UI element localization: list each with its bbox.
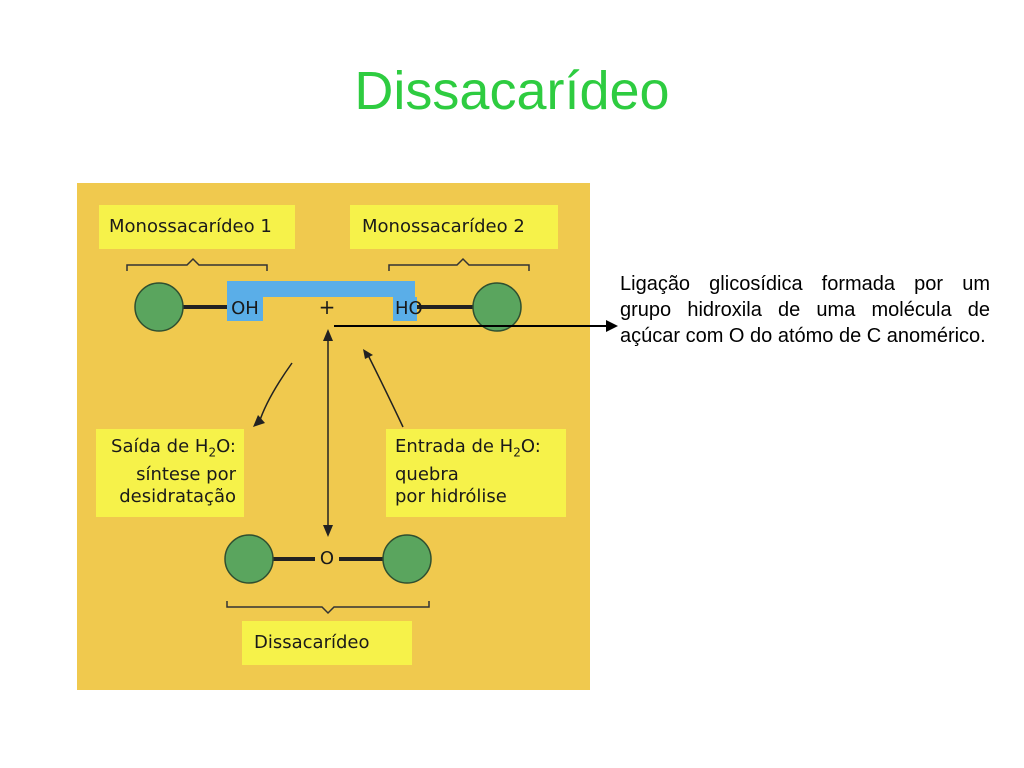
sugar-ring-2: [472, 282, 522, 332]
water-in-subscript: 2: [513, 445, 521, 460]
water-out-suffix: O:: [216, 436, 236, 457]
water-in-line3: por hidrólise: [395, 485, 507, 507]
sugar-ring-1: [134, 282, 184, 332]
water-in-line1: Entrada de H2O:: [395, 436, 557, 464]
glycosidic-bond-note: Ligação glicosídica formada por um grupo…: [620, 273, 990, 347]
water-in-line2: quebra: [395, 463, 459, 485]
hydroxyl-right: HO: [393, 297, 423, 321]
condensation-highlight-bar: [227, 281, 415, 297]
brace-monosaccharide-2: [388, 257, 530, 271]
arrowhead-up: [323, 329, 333, 341]
water-out-line3: desidratação: [119, 485, 236, 507]
hydroxyl-left: OH: [227, 297, 263, 321]
sugar-ring-bottom-1: [224, 534, 274, 584]
disaccharide-figure: Monossacarídeo 1 Monossacarídeo 2 OH HO …: [77, 183, 590, 690]
monosaccharide-2-label: Monossacarídeo 2: [350, 205, 558, 249]
brace-monosaccharide-1: [126, 257, 268, 271]
arrow-dehydration: [258, 362, 293, 424]
water-in-suffix: O:: [520, 436, 541, 457]
water-out-prefix: Saída de H: [111, 436, 209, 457]
arrow-hydrolysis: [366, 352, 404, 428]
monosaccharide-1-label: Monossacarídeo 1: [99, 205, 295, 249]
slide-title: Dissacarídeo: [354, 61, 670, 121]
arrowhead-down: [323, 525, 333, 537]
bridge-oxygen: O: [319, 548, 335, 569]
plus-sign: +: [318, 295, 336, 319]
arrowhead-dehydration: [253, 415, 265, 427]
callout-arrowhead: [606, 320, 618, 332]
sugar-ring-bottom-2: [382, 534, 432, 584]
water-out-label: Saída de H2O: síntese por desidratação: [96, 429, 244, 517]
arrowhead-hydrolysis: [363, 349, 373, 359]
water-in-prefix: Entrada de H: [395, 436, 514, 457]
water-in-label: Entrada de H2O: quebra por hidrólise: [386, 429, 566, 517]
brace-disaccharide: [226, 601, 430, 615]
water-out-line2: síntese por: [136, 463, 236, 485]
figure-graphics: [126, 257, 530, 615]
water-out-line1: Saída de H2O:: [104, 436, 236, 464]
disaccharide-label: Dissacarídeo: [242, 621, 412, 665]
water-out-subscript: 2: [208, 445, 217, 460]
